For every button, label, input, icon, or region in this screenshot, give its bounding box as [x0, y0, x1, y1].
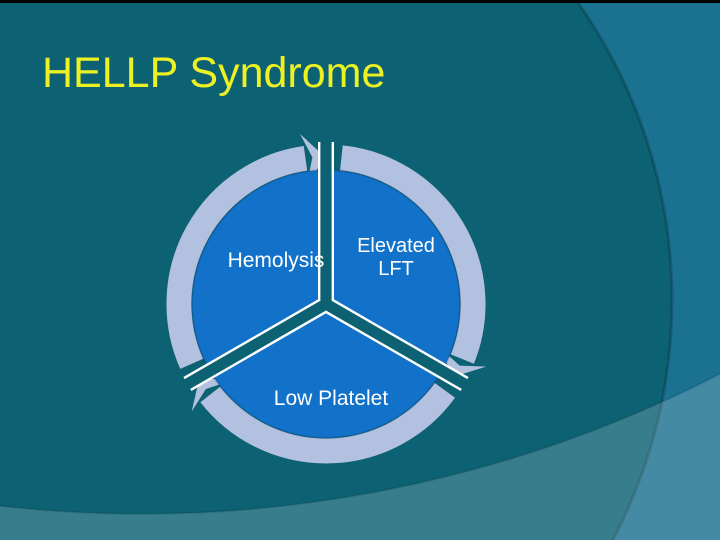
divider-border-right-sector — [331, 142, 469, 380]
divider-border-bottom-sector — [190, 310, 462, 391]
ring-arc-right — [339, 145, 486, 364]
ring-arrowhead-top — [300, 133, 326, 184]
ring-arc-left — [166, 146, 308, 369]
divider-border-left-sector — [183, 142, 321, 380]
divider-wedges — [184, 142, 468, 390]
background-bottom-band — [0, 374, 720, 540]
divider-borders — [183, 142, 469, 391]
background-band-edge — [0, 373, 720, 515]
ring-arrowhead-lower-left — [191, 377, 232, 412]
slide-title: HELLP Syndrome — [42, 49, 386, 97]
segment-label-elevated-lft: Elevated LFT — [357, 235, 435, 280]
ring-arc-bottom — [200, 382, 456, 464]
segment-label-hemolysis: Hemolysis — [227, 249, 325, 272]
cycle-ring — [166, 133, 487, 464]
segment-label-low-platelet: Low Platelet — [273, 387, 389, 410]
top-black-strip — [0, 0, 720, 3]
